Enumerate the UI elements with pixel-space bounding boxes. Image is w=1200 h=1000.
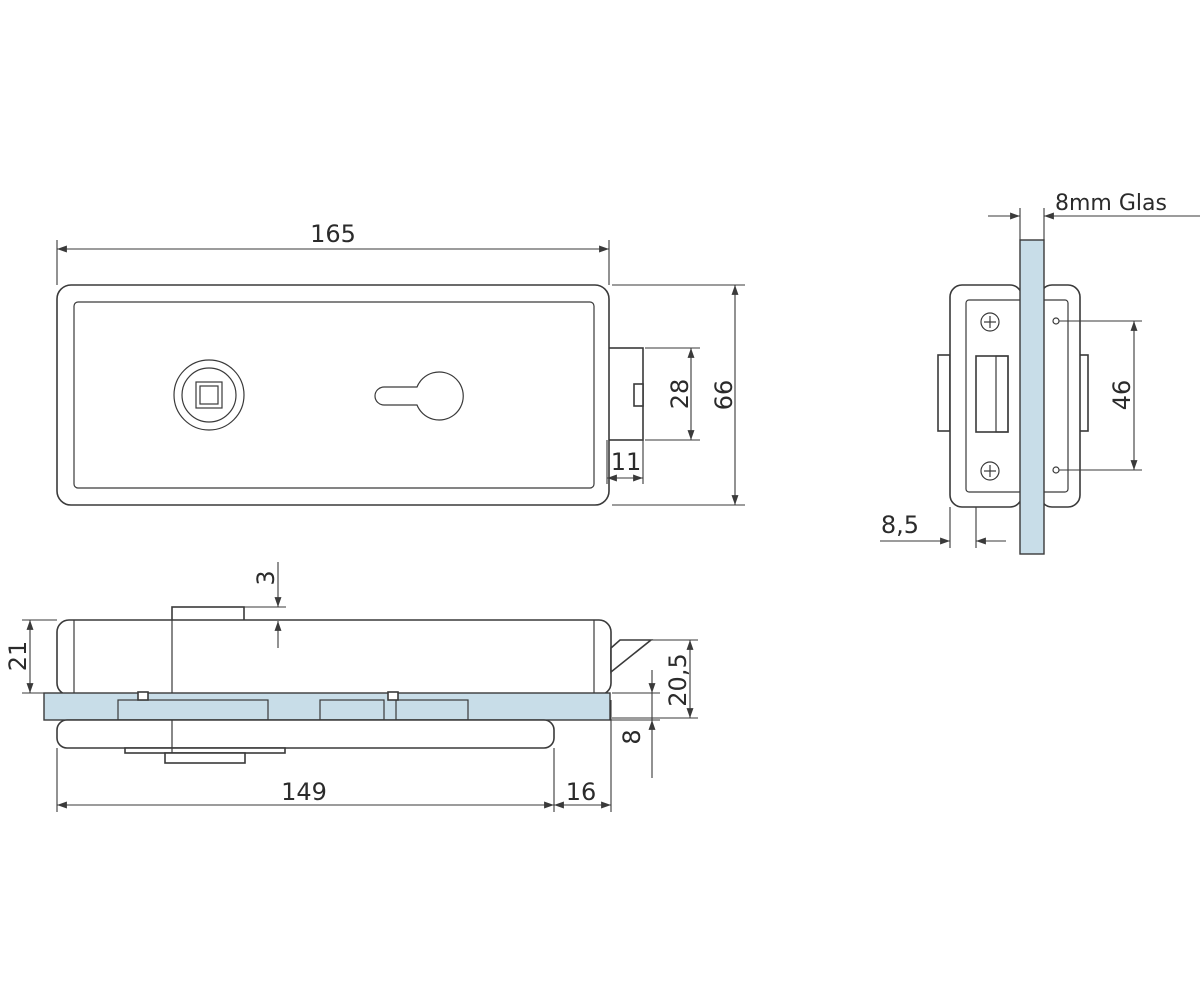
lock-body-outer <box>56 284 610 506</box>
left-cap <box>937 354 951 432</box>
lower-housing <box>56 719 555 749</box>
cylinder-mid <box>181 367 237 423</box>
side-view: 8mm Glas 46 8,5 <box>880 191 1200 555</box>
dimension-glass-thickness: 8 <box>556 670 660 778</box>
dimension-height-label: 66 <box>710 380 738 411</box>
cylinder-square-inner <box>199 385 219 405</box>
dimension-cylinder-projection: 3 <box>244 562 286 648</box>
lock-body-inner <box>73 301 595 489</box>
length-label: 149 <box>281 778 327 806</box>
screw-bottom <box>980 461 1000 481</box>
body-height-label: 21 <box>4 641 32 672</box>
cylinder-bottom <box>164 752 246 764</box>
latch-bevel <box>610 639 654 674</box>
keyhole <box>374 371 464 421</box>
dimension-latch-height: 28 <box>645 347 700 441</box>
offset-label: 8,5 <box>881 511 919 539</box>
dimension-width-label: 165 <box>310 220 356 248</box>
dimension-screw-spacing: 46 <box>1059 320 1142 471</box>
dimension-width: 165 <box>56 220 610 285</box>
right-housing <box>1039 284 1081 508</box>
dimension-glass-side: 8mm Glas <box>988 191 1200 240</box>
screw-spacing-label: 46 <box>1108 380 1136 411</box>
dimension-latch-height-label: 28 <box>666 379 694 410</box>
glass-label: 8mm Glas <box>1055 191 1167 216</box>
cylinder-outer <box>173 359 245 431</box>
dimension-latch-depth-label: 11 <box>611 448 642 476</box>
glass-pane <box>1019 239 1045 555</box>
section-view: 21 3 20,5 8 <box>4 562 698 812</box>
top-view: 165 66 28 11 <box>56 220 745 506</box>
end-label: 16 <box>566 778 597 806</box>
dimension-body-height: 21 <box>4 619 57 694</box>
latch-offset-label: 20,5 <box>664 653 692 706</box>
glass-thickness-label: 8 <box>618 729 646 744</box>
dimension-length: 149 16 <box>56 700 612 812</box>
clip-right <box>387 691 399 701</box>
dimension-latch-depth: 11 <box>606 440 644 484</box>
dimension-offset: 8,5 <box>880 507 1006 548</box>
latch-bolt-inner <box>995 355 1009 433</box>
cylinder-top <box>171 606 245 622</box>
upper-housing <box>56 619 612 696</box>
latch-bolt <box>975 355 1009 433</box>
latch-tab <box>633 383 644 407</box>
dimension-height: 66 <box>612 284 745 506</box>
dimension-latch-offset: 20,5 <box>612 639 698 719</box>
screw-top <box>980 312 1000 332</box>
clip-left <box>137 691 149 701</box>
cylinder-square <box>195 381 223 409</box>
glass-plate <box>43 692 611 721</box>
cylinder-projection-label: 3 <box>252 570 280 585</box>
